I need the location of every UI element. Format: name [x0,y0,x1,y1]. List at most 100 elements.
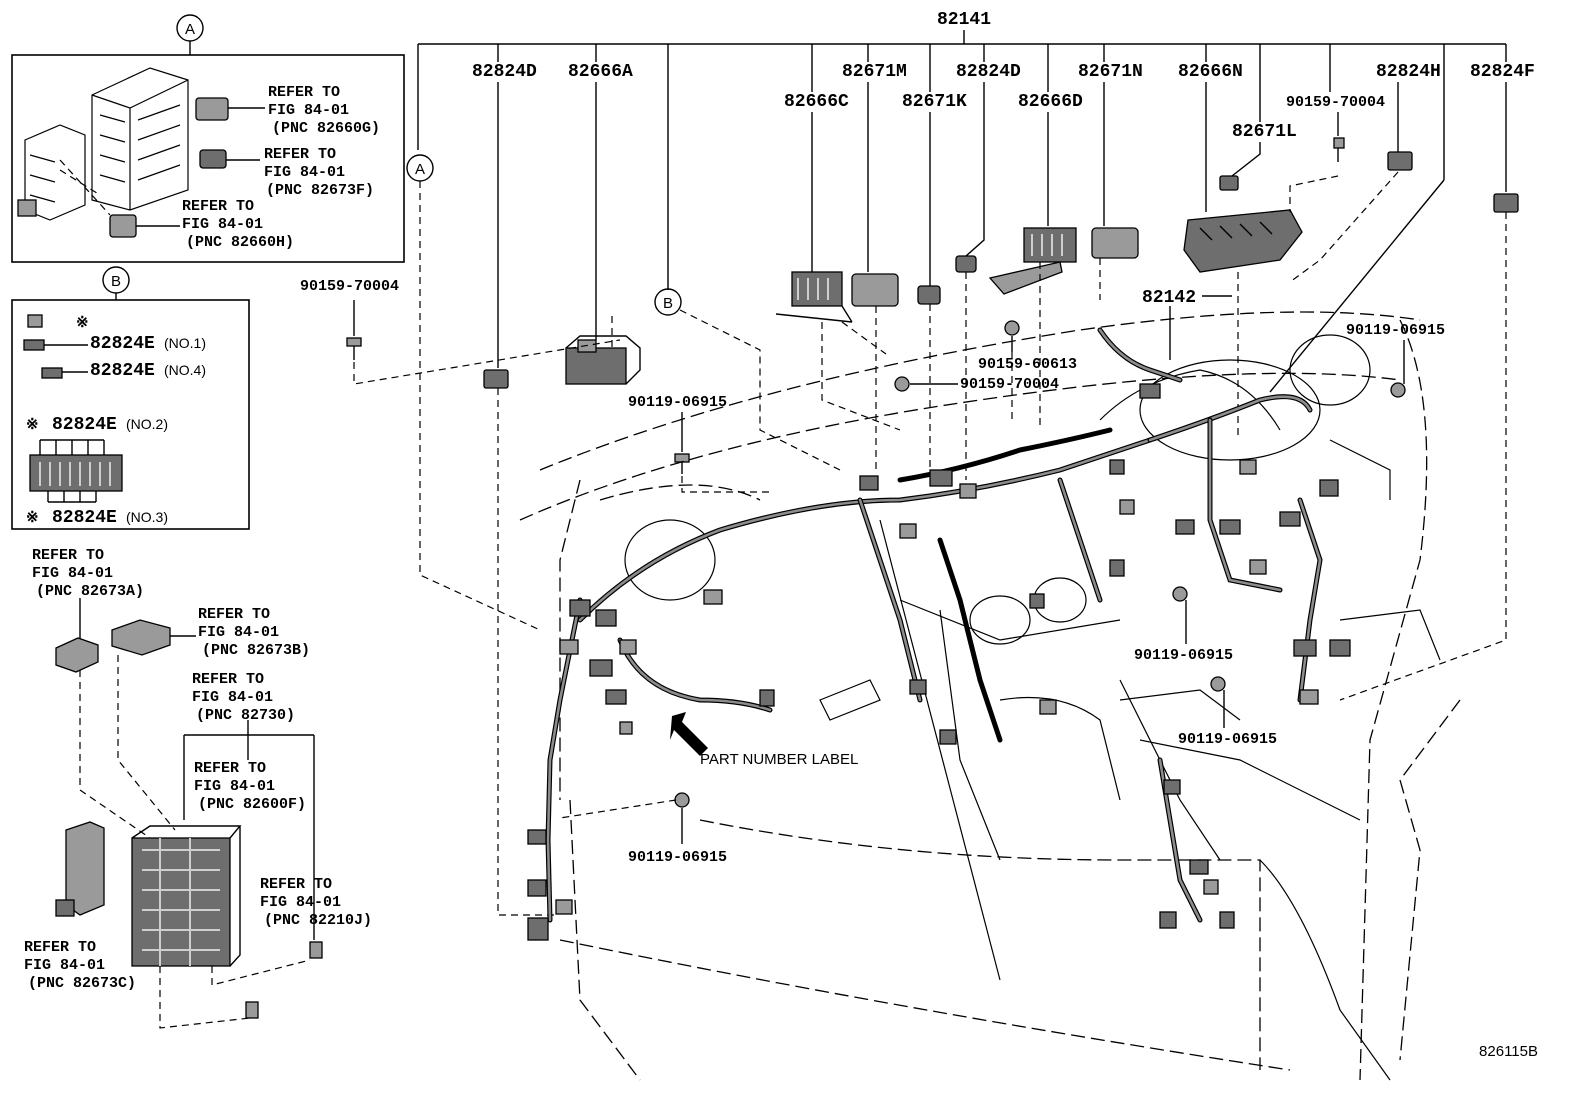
relay-82671n [1091,227,1139,259]
part-number-label: PART NUMBER LABEL [670,712,858,768]
svg-text:82824E: 82824E [52,508,117,528]
connector-82824f [1493,193,1519,213]
bolt-label-b8: 90119-06915 [628,849,727,866]
inset-a: A REFER TO FIG 84-01 (PNC 82660G) R [11,14,405,263]
svg-text:(NO.4): (NO.4) [164,362,206,378]
relay-82673f [199,149,227,169]
callout-82824d-left: 82824D [472,62,537,82]
bolt-label-b2: 90159-60613 [978,356,1077,373]
svg-text:REFER TO: REFER TO [182,198,254,215]
relay-82666a [565,335,641,385]
svg-text:A: A [415,161,425,178]
svg-text:(PNC 82660H): (PNC 82660H) [186,234,294,251]
svg-text:FIG 84-01: FIG 84-01 [260,894,341,911]
top-parts [483,151,1519,389]
arrow-icon [670,712,708,756]
relay-82660h [109,214,137,238]
callout-bolt-top: 90159-70004 [1286,94,1385,111]
bolt-icon [1390,382,1406,398]
bolt-label-b3: 90159-70004 [960,376,1059,393]
connector-82824h [1387,151,1413,171]
inset-a-ref-1: REFER TO FIG 84-01 (PNC 82660G) [268,84,380,137]
svg-text:(PNC 82660G): (PNC 82660G) [272,120,380,137]
svg-text:FIG 84-01: FIG 84-01 [198,624,279,641]
inset-b-symbol-2: ※ [26,417,39,434]
svg-text:FIG 84-01: FIG 84-01 [182,216,263,233]
svg-text:(NO.2): (NO.2) [126,416,168,432]
inset-b-symbol-1: ※ [76,315,89,332]
svg-text:FIG 84-01: FIG 84-01 [32,565,113,582]
relay-holder-82673c [55,821,105,917]
svg-text:FIG 84-01: FIG 84-01 [264,164,345,181]
callout-82671m: 82671M [842,62,907,82]
callout-bracket-82141: 82141 [417,10,1507,290]
svg-text:FIG 84-01: FIG 84-01 [24,957,105,974]
svg-text:(PNC 82600F): (PNC 82600F) [198,796,306,813]
svg-text:REFER TO: REFER TO [198,606,270,623]
bolts: 90159-70004 90159-60613 90159-70004 9011… [300,137,1445,866]
bolt-label-b1: 90159-70004 [300,278,399,295]
inset-b-symbol-3: ※ [26,510,39,527]
svg-text:(PNC 82673A): (PNC 82673A) [36,583,144,600]
terminal-icon [27,314,43,328]
relay-82671m [851,273,899,307]
relay-82673a [55,637,99,673]
inset-b-marker: B [111,273,121,290]
callout-82824h: 82824H [1376,62,1441,82]
terminal-icon [41,367,63,379]
connector-82824d-left [483,369,509,389]
harness-connectors [527,383,1351,941]
junction-block-82730 [131,825,242,967]
svg-text:REFER TO: REFER TO [268,84,340,101]
terminal-icon [23,339,45,351]
junction-block-drawing [17,67,189,221]
bolt-icon [674,792,690,808]
svg-text:82824E: 82824E [52,415,117,435]
figure-code: 826115B [1479,1043,1538,1060]
svg-text:(NO.1): (NO.1) [164,335,206,351]
connector-bottom [245,1001,259,1019]
bolt-label-b5: 90119-06915 [1346,322,1445,339]
connector-82824d-right [955,255,977,273]
inset-a-ref-2: REFER TO FIG 84-01 (PNC 82673F) [264,146,374,199]
svg-text:82824E: 82824E [90,334,155,354]
svg-text:(PNC 82673B): (PNC 82673B) [202,642,310,659]
inset-b: B ※ 82824E (NO.1) 82824E (NO.4) ※ 82824E… [11,266,250,530]
marker-a-main: A [406,154,541,631]
relay-82673b [111,619,171,656]
inset-a-marker: A [185,21,195,38]
svg-text:82824E: 82824E [90,361,155,381]
vehicle-body-outline [519,311,1461,1081]
svg-text:REFER TO: REFER TO [194,760,266,777]
main-wiring-harness [545,327,1323,923]
svg-text:FIG 84-01: FIG 84-01 [194,778,275,795]
callout-82671k: 82671K [902,92,967,112]
top-callouts: 82824D 82666A 82666C 82671M 82671K 82824… [472,62,1535,142]
svg-text:B: B [663,295,673,312]
bolt-icon [1004,320,1020,336]
connector-82671l [1219,175,1239,191]
callout-82671l: 82671L [1232,122,1297,142]
bolt-icon [1333,137,1345,149]
svg-text:FIG 84-01: FIG 84-01 [268,102,349,119]
marker-b-main: B [654,288,841,471]
inset-b-frame [11,299,250,530]
svg-text:(PNC 82730): (PNC 82730) [196,707,295,724]
bolt-icon [1210,676,1226,692]
callout-82666n: 82666N [1178,62,1243,82]
relay-82666d [988,227,1077,295]
lower-left-section: REFER TO FIG 84-01 (PNC 82673A) REFER TO… [24,547,372,1029]
svg-text:REFER TO: REFER TO [192,671,264,688]
part-number-label-text: PART NUMBER LABEL [700,751,858,768]
bolt-icon [1172,586,1188,602]
main-harness-number: 82141 [937,10,991,30]
callout-82666c: 82666C [784,92,849,112]
sub-harness-number: 82142 [1142,288,1196,308]
inset-a-frame [11,54,405,263]
dashed-links [497,171,1507,916]
connector-82210j [309,941,323,959]
bolt-label-b4: 90119-06915 [628,394,727,411]
relay-82666n [1183,209,1303,273]
svg-text:REFER TO: REFER TO [32,547,104,564]
